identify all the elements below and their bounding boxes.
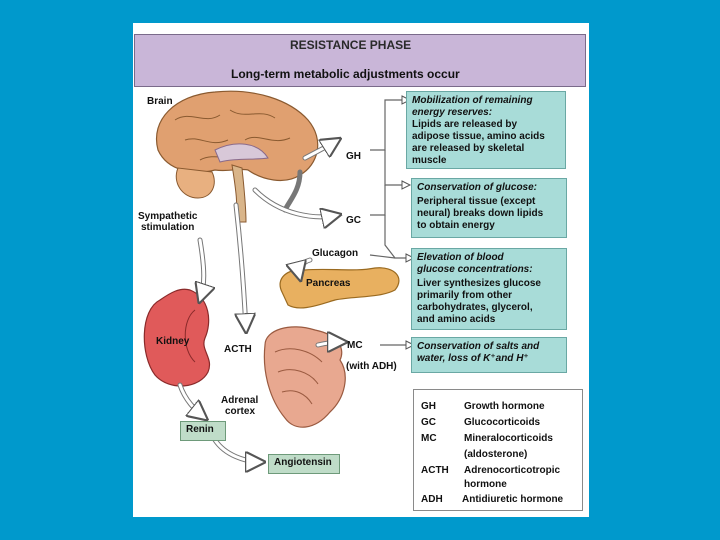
legend-full: Growth hormone [464, 401, 545, 412]
legend-full: Glucocorticoids [464, 417, 541, 428]
conservation-salts-box: Conservation of salts and water, loss of… [411, 337, 567, 373]
mobilization-box: Mobilization of remaining energy reserve… [406, 91, 566, 169]
legend-abbr: ACTH [421, 465, 449, 476]
brain-label: Brain [147, 96, 173, 107]
gh-label: GH [346, 151, 361, 162]
elevation-box: Elevation of blood glucose concentration… [411, 248, 567, 330]
sympathetic-label-1: Sympathetic [138, 211, 198, 222]
mc-label: MC [347, 340, 363, 351]
pancreas-label: Pancreas [306, 278, 351, 289]
adrenal-gland-illustration [263, 326, 346, 428]
page-subtitle: Long-term metabolic adjustments occur [231, 67, 460, 81]
legend-abbr: GH [421, 401, 436, 412]
legend-abbr: GC [421, 417, 436, 428]
subtitle-bar [134, 61, 586, 87]
gc-label: GC [346, 215, 361, 226]
renin-box: Renin [180, 421, 226, 441]
with-adh-label: (with ADH) [346, 361, 397, 372]
legend-abbr: MC [421, 433, 437, 444]
acth-label: ACTH [224, 344, 252, 355]
glucagon-label: Glucagon [312, 248, 359, 259]
sympathetic-label-2: stimulation [141, 222, 195, 233]
legend-full: Mineralocorticoids [464, 433, 553, 444]
angiotensin-box: Angiotensin [268, 454, 340, 474]
adrenal-label-2: cortex [225, 406, 256, 417]
conservation-glucose-box: Conservation of glucose: Peripheral tiss… [411, 178, 567, 238]
legend-full: Antidiuretic hormone [462, 494, 564, 505]
legend-full: (aldosterone) [464, 449, 528, 460]
legend-full: hormone [464, 479, 507, 490]
brain-illustration [156, 90, 319, 223]
kidney-label: Kidney [156, 336, 190, 347]
legend [413, 389, 583, 511]
page-title: RESISTANCE PHASE [290, 38, 412, 52]
legend-abbr: ADH [421, 494, 443, 505]
kidney-illustration [143, 288, 210, 387]
title-bar [134, 34, 586, 62]
legend-full: Adrenocorticotropic [464, 465, 561, 476]
adrenal-label-1: Adrenal [221, 395, 259, 406]
